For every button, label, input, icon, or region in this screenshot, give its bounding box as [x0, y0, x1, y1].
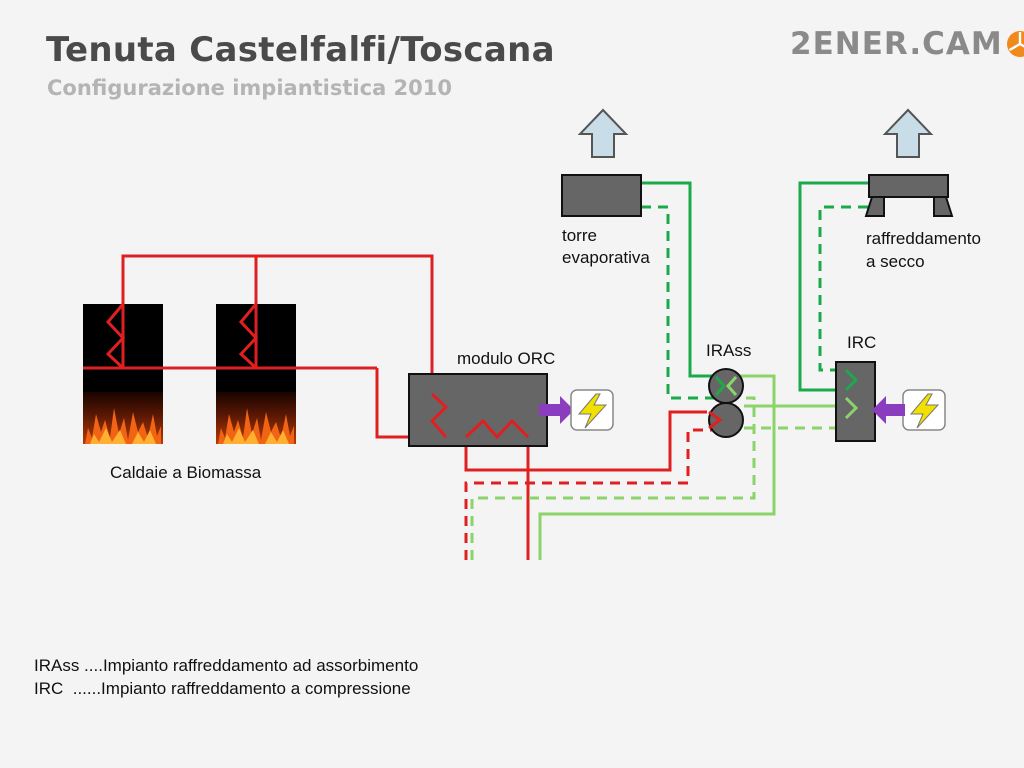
cooling-tower-label-line1: torre — [562, 226, 597, 245]
brand-logo: 2ENER.CAM — [790, 26, 1024, 62]
boiler-1 — [83, 304, 163, 444]
cooling-circuit — [641, 181, 868, 402]
exhaust-arrow-icon — [577, 108, 629, 158]
dry-cooler-label-line1: raffreddamento — [866, 229, 981, 248]
dry-cooler — [864, 174, 954, 217]
irc-electric-input — [872, 389, 946, 431]
lightning-icon — [909, 393, 940, 429]
legend-item-irass: IRAss ....Impianto raffreddamento ad ass… — [34, 656, 419, 675]
page-title: Tenuta Castelfalfi/Toscana — [46, 30, 555, 70]
lightning-icon — [577, 393, 608, 429]
orc-electric-output — [539, 389, 614, 431]
cooling-return — [641, 205, 868, 400]
chilled-water-return — [470, 396, 846, 560]
exhaust-arrow-icon — [882, 108, 934, 158]
irass-unit — [708, 368, 744, 438]
orc-module — [408, 373, 548, 447]
hot-water-circuit — [83, 254, 707, 560]
irc-unit — [835, 361, 876, 442]
page-subtitle: Configurazione impiantistica 2010 — [47, 76, 452, 100]
cooling-tower-label-line2: evaporativa — [562, 248, 650, 267]
orc-label: modulo ORC — [457, 349, 555, 368]
legend-item-irc: IRC ......Impianto raffreddamento a comp… — [34, 679, 411, 698]
irc-label: IRC — [847, 333, 876, 352]
dry-cooler-label-line2: a secco — [866, 252, 925, 271]
boilers-label: Caldaie a Biomassa — [110, 463, 262, 482]
logo-text: 2ENER.CAM — [790, 26, 1003, 62]
legend: IRAss ....Impianto raffreddamento ad ass… — [34, 654, 418, 700]
hot-water-return — [464, 428, 712, 560]
cooling-tower — [561, 174, 642, 217]
logo-sun-icon — [1006, 31, 1024, 57]
irass-label: IRAss — [706, 341, 751, 360]
boiler-2 — [216, 304, 296, 444]
